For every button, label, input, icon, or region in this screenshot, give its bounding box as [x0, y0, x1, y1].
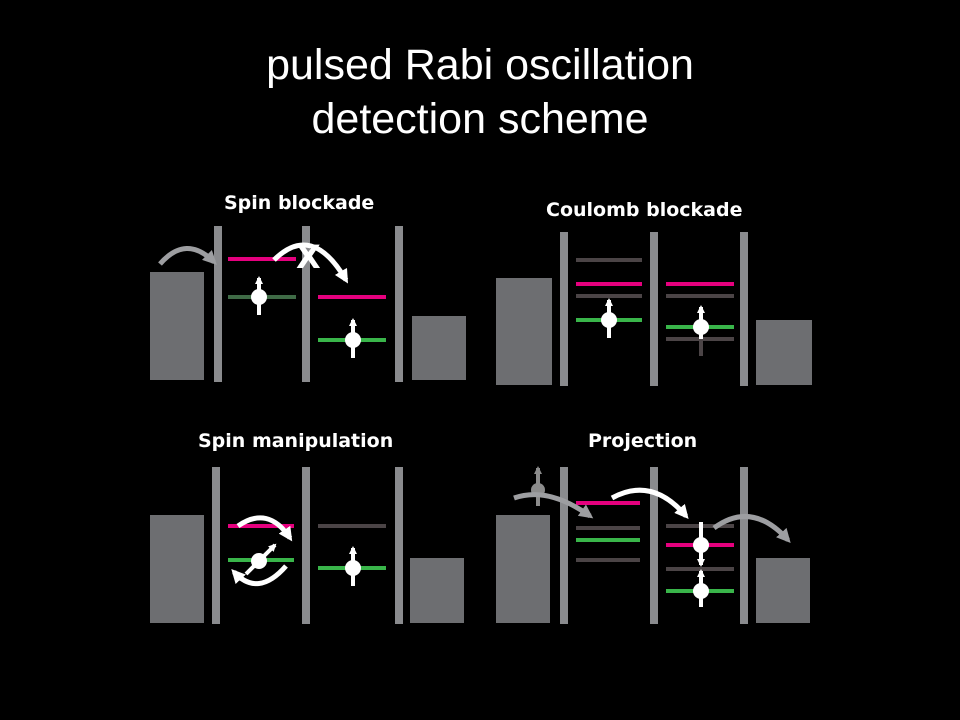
panel-label-coulomb-blockade: Coulomb blockade: [546, 199, 742, 221]
spin-up-faded-icon: [531, 466, 545, 506]
left-reservoir: [496, 278, 552, 385]
rotation-arrow-icon: [236, 515, 293, 542]
barrier-middle: [302, 467, 310, 624]
barrier-left: [214, 226, 222, 382]
left-reservoir: [150, 515, 204, 623]
tunneling-arrow-icon: [513, 492, 594, 519]
right-reservoir: [412, 316, 466, 380]
barrier-left: [212, 467, 220, 624]
barrier-right: [395, 226, 403, 382]
spin-up-icon: [345, 546, 361, 586]
panel-coulomb-blockade: Coulomb blockade: [496, 199, 812, 386]
title-line-1: pulsed Rabi oscillation: [266, 41, 694, 89]
spin-up-icon: [693, 569, 709, 607]
panel-label-spin-manipulation: Spin manipulation: [198, 430, 393, 452]
barrier-right: [740, 232, 748, 386]
spin-up-icon: [693, 305, 709, 345]
spin-up-icon: [345, 318, 361, 358]
panel-label-spin-blockade: Spin blockade: [224, 192, 374, 214]
barrier-left: [560, 467, 568, 624]
barrier-right: [395, 467, 403, 624]
right-reservoir: [756, 558, 810, 623]
panel-label-projection: Projection: [588, 430, 697, 452]
barrier-left: [560, 232, 568, 386]
barrier-right: [740, 467, 748, 624]
right-reservoir: [410, 558, 464, 623]
tunneling-arrow-icon: [158, 246, 217, 266]
panel-spin-blockade: Spin blockade X: [150, 192, 466, 382]
title-line-2: detection scheme: [311, 95, 649, 143]
spin-down-icon: [693, 522, 709, 567]
slide-title: pulsed Rabi oscillation detection scheme: [0, 38, 960, 146]
rotation-arrow-icon: [231, 564, 288, 587]
spin-up-icon: [251, 276, 267, 315]
barrier-middle: [302, 226, 310, 382]
tunneling-arrow-icon: [610, 487, 689, 520]
blocked-tunneling-arrow-icon: [272, 242, 349, 284]
panel-spin-manipulation: Spin manipulation: [150, 430, 464, 624]
left-reservoir: [150, 272, 204, 380]
barrier-middle: [650, 232, 658, 386]
left-reservoir: [496, 515, 550, 623]
right-reservoir: [756, 320, 812, 385]
spin-up-icon: [601, 298, 617, 338]
spin-tilted-icon: [244, 543, 277, 576]
blocked-x-icon: X: [296, 238, 321, 276]
panel-projection: Projection: [496, 430, 810, 624]
tunneling-arrow-icon: [712, 513, 791, 543]
barrier-middle: [650, 467, 658, 624]
